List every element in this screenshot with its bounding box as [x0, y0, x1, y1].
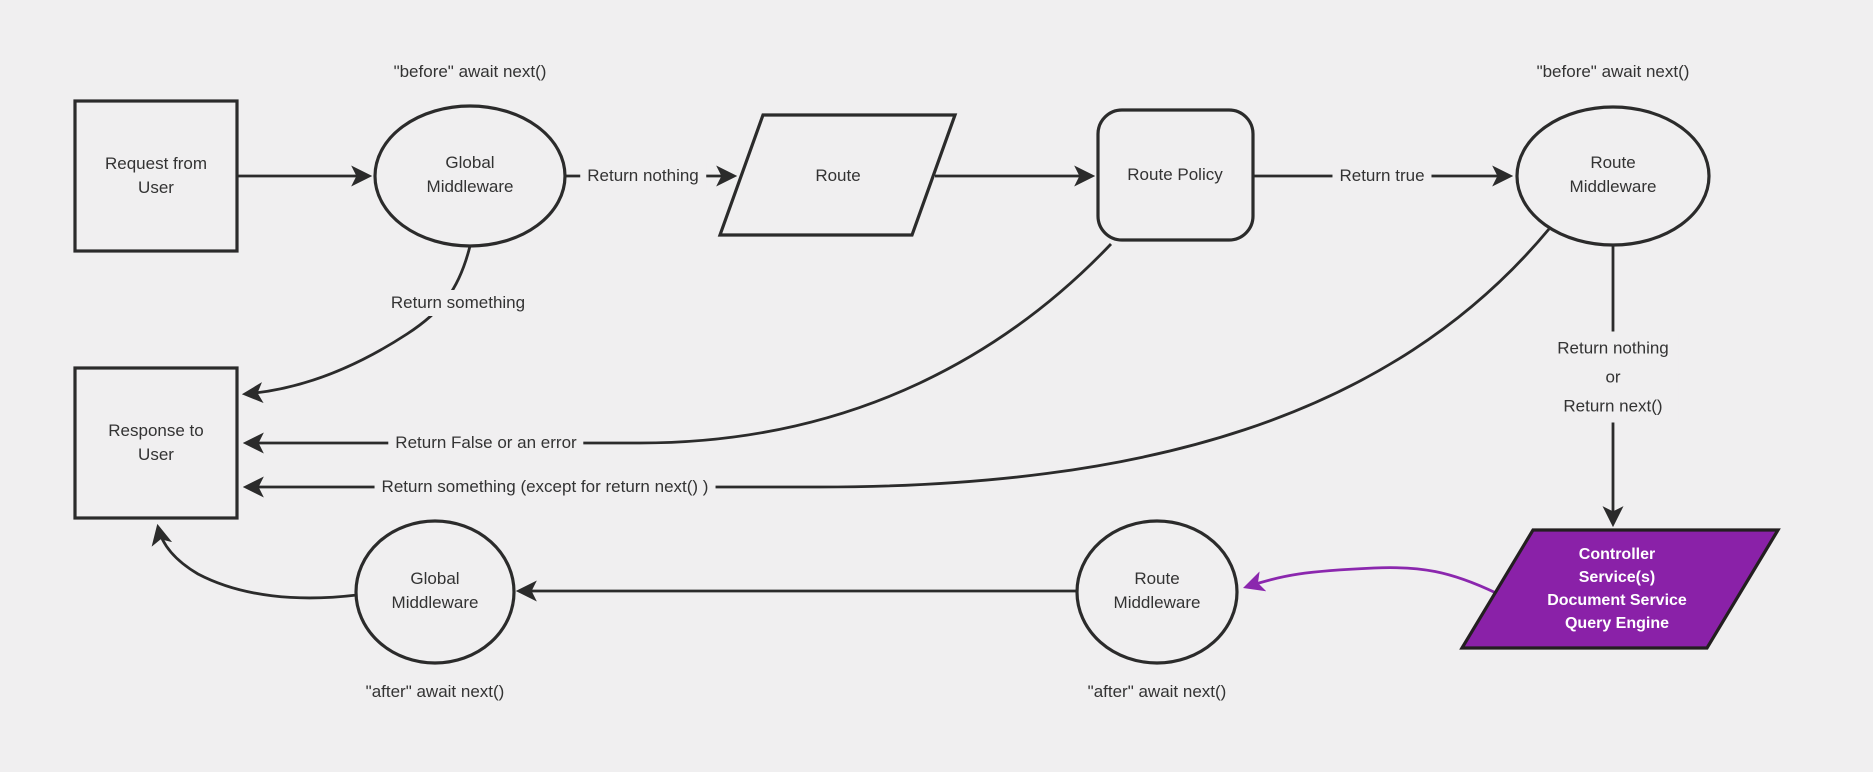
request-node-label: Request from User — [104, 154, 208, 197]
route-middleware-bottom-node — [1075, 519, 1239, 665]
annotation-after-await-next-right: "after" await next() — [1087, 682, 1227, 701]
edge-label-return-something: Return something — [383, 290, 533, 316]
edge-label-return-nothing-or-next: Return nothing or Return next() — [1548, 331, 1678, 423]
route-middleware-top-node-label: Route Middleware — [1569, 153, 1657, 196]
edge-global-middleware-to-response — [241, 245, 472, 404]
route-policy-node-label: Route Policy — [1127, 165, 1223, 184]
response-node-label: Response to User — [108, 421, 204, 464]
edge-label-return-something-except: Return something (except for return next… — [374, 474, 716, 500]
edge-controller-to-route-middleware-bottom — [1243, 566, 1497, 595]
route-middleware-top-node — [1515, 105, 1711, 247]
route-node — [717, 113, 958, 237]
request-node — [73, 99, 239, 253]
edge-label-return-nothing: Return nothing — [580, 163, 706, 189]
edge-label-return-true: Return true — [1332, 163, 1432, 189]
annotation-before-await-next-right: "before" await next() — [1536, 62, 1690, 81]
response-node — [73, 366, 239, 520]
global-middleware-bottom-node-label: Global Middleware — [391, 569, 479, 612]
route-middleware-bottom-node-label: Route Middleware — [1113, 569, 1201, 612]
controller-node-label: Controller Service(s) Document Service Q… — [1547, 546, 1687, 632]
annotation-before-await-next-left: "before" await next() — [393, 62, 547, 81]
global-middleware-bottom-node — [354, 519, 516, 665]
edge-route-policy-to-response — [242, 243, 1113, 454]
route-policy-node — [1096, 108, 1255, 242]
route-node-label: Route — [815, 166, 861, 185]
edge-route-middleware-to-response — [242, 228, 1551, 498]
annotation-after-await-next-left: "after" await next() — [365, 682, 505, 701]
edge-global-middleware-bottom-to-response — [151, 523, 358, 600]
global-middleware-top-node-label: Global Middleware — [426, 153, 514, 196]
global-middleware-top-node — [373, 104, 567, 248]
controller-node — [1459, 528, 1781, 650]
edge-label-return-false-or-error: Return False or an error — [388, 430, 584, 456]
